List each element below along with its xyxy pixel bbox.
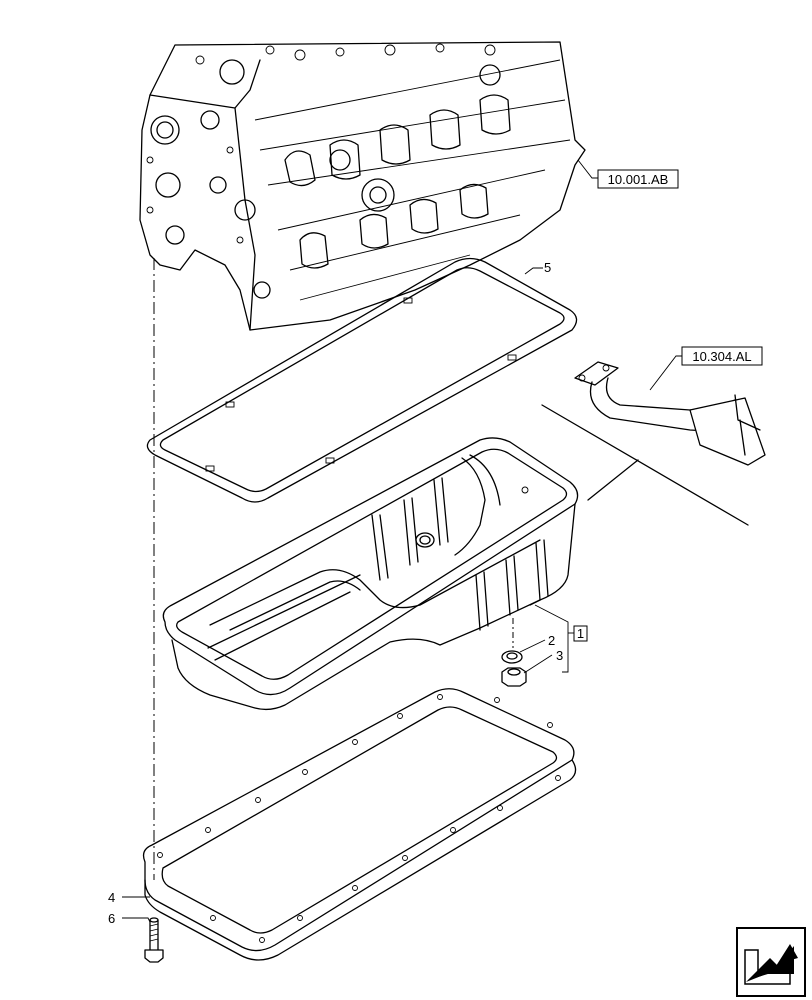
engine-block	[139, 41, 586, 331]
drain-plug	[501, 667, 527, 687]
ref-box-engine-block[interactable]: 10.001.AB	[597, 169, 679, 189]
callout-5: 5	[544, 260, 551, 275]
callout-6: 6	[108, 911, 115, 926]
callout-1: 1	[577, 626, 584, 641]
lower-oil-pan-frame	[142, 688, 577, 961]
ref-label-engine-block: 10.001.AB	[608, 172, 669, 187]
callout-2: 2	[548, 633, 555, 648]
callout-3: 3	[556, 648, 563, 663]
drain-washer	[501, 650, 523, 664]
kit-box-1: 1	[573, 625, 588, 642]
upper-oil-pan-gasket	[146, 257, 578, 503]
pickup-leader-lines	[541, 404, 749, 526]
bolt	[144, 917, 164, 963]
oil-pan	[162, 437, 579, 711]
callout-leaders	[122, 159, 682, 923]
callout-4: 4	[108, 890, 115, 905]
oil-pickup-tube	[574, 361, 766, 466]
ref-box-oil-pickup[interactable]: 10.304.AL	[681, 346, 763, 366]
next-page-arrow-icon[interactable]	[736, 927, 806, 997]
ref-label-oil-pickup: 10.304.AL	[692, 349, 751, 364]
